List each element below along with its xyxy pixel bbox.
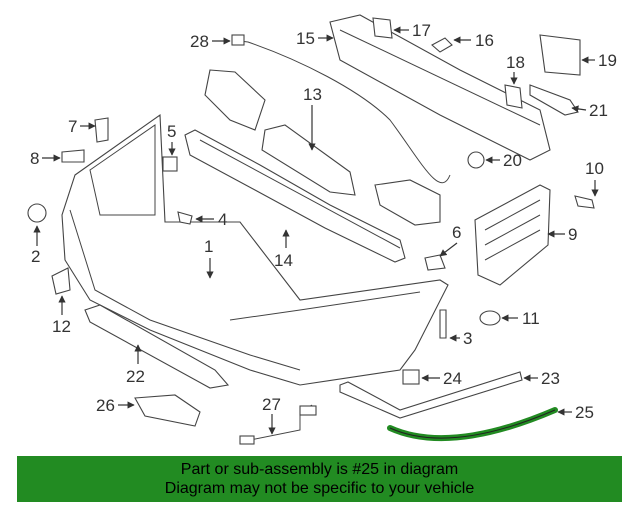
callout-label-23: 23 <box>541 369 560 388</box>
clip-18-part <box>504 84 523 109</box>
clip-5-part <box>162 156 178 172</box>
callout-4: 4 <box>195 210 227 229</box>
bracket-part <box>184 129 406 263</box>
molding-23-part <box>339 371 523 419</box>
clip-17-part <box>372 17 393 39</box>
bolt-8-part <box>61 149 85 163</box>
callout-label-14: 14 <box>274 251 293 270</box>
nut-20-part <box>467 151 485 169</box>
callout-label-10: 10 <box>585 159 604 178</box>
parts-diagram: 1 2 3 4 5 6 7 8 9 10 11 12 <box>27 14 617 445</box>
callout-27: 27 <box>262 395 281 435</box>
side-bracket-part <box>474 184 551 286</box>
bracket-21-part <box>529 84 579 116</box>
clip-2-part <box>27 203 47 223</box>
callout-label-26: 26 <box>96 396 115 415</box>
callout-20: 20 <box>485 151 522 170</box>
callout-3: 3 <box>449 329 472 348</box>
callout-label-11: 11 <box>522 309 540 328</box>
callout-14: 14 <box>274 229 293 270</box>
sensor-27-part <box>239 404 317 445</box>
banner-line-2: Diagram may not be specific to your vehi… <box>164 480 475 497</box>
sensor-wire-part <box>231 34 451 184</box>
callout-label-9: 9 <box>568 225 577 244</box>
callout-label-27: 27 <box>262 395 281 414</box>
callout-9: 9 <box>547 225 577 244</box>
info-banner: Part or sub-assembly is #25 in diagram D… <box>17 456 622 502</box>
callout-25: 25 <box>557 403 594 422</box>
banner-line-1: Part or sub-assembly is #25 in diagram <box>180 461 459 478</box>
callout-label-5: 5 <box>167 122 176 141</box>
clip-6-part <box>424 254 446 271</box>
under-panel-22-part <box>84 304 230 389</box>
bolt-16-part <box>431 37 453 53</box>
callout-18: 18 <box>506 53 525 85</box>
highlighted-strip-25-part <box>387 407 558 442</box>
callout-26: 26 <box>96 396 135 415</box>
screw-3-part <box>439 309 447 339</box>
callout-1: 1 <box>204 237 214 279</box>
callout-label-22: 22 <box>126 367 145 386</box>
callout-21: 21 <box>571 101 608 120</box>
callout-2: 2 <box>31 225 41 266</box>
callout-17: 17 <box>393 21 431 40</box>
callout-15: 15 <box>296 29 334 48</box>
mount-bracket-part <box>204 69 441 226</box>
callout-label-17: 17 <box>412 21 431 40</box>
callout-label-1: 1 <box>204 237 213 256</box>
callout-label-7: 7 <box>68 117 77 136</box>
callout-23: 23 <box>523 369 560 388</box>
callout-22: 22 <box>126 344 145 386</box>
callout-label-18: 18 <box>506 53 525 72</box>
callout-label-3: 3 <box>463 329 472 348</box>
callout-16: 16 <box>453 31 494 50</box>
callout-28: 28 <box>190 32 231 51</box>
cover-12-part <box>51 267 71 295</box>
bracket-13-part <box>261 124 356 196</box>
clip-24-part <box>402 369 420 385</box>
screw-4-part <box>177 211 193 225</box>
clip-10-part <box>574 195 595 209</box>
bracket-19-part <box>539 34 581 76</box>
callout-label-25: 25 <box>575 403 594 422</box>
callout-label-16: 16 <box>475 31 494 50</box>
clip-7-part <box>94 117 109 143</box>
callout-13: 13 <box>303 85 322 151</box>
callout-label-21: 21 <box>589 101 608 120</box>
callout-6: 6 <box>439 223 461 257</box>
callout-label-6: 6 <box>452 223 461 242</box>
callout-label-12: 12 <box>52 317 71 336</box>
callout-7: 7 <box>68 117 96 136</box>
callout-19: 19 <box>581 51 617 70</box>
callout-label-20: 20 <box>503 151 522 170</box>
callout-label-19: 19 <box>598 51 617 70</box>
callout-24: 24 <box>421 369 462 388</box>
bumper-cover-part <box>61 113 449 386</box>
reflector-26-part <box>134 394 201 427</box>
callout-label-24: 24 <box>443 369 462 388</box>
callout-8: 8 <box>30 149 61 168</box>
callout-10: 10 <box>585 159 604 197</box>
callout-label-28: 28 <box>190 32 209 51</box>
callout-12: 12 <box>52 295 71 336</box>
callout-5: 5 <box>167 122 176 156</box>
callout-label-13: 13 <box>303 85 322 104</box>
callout-label-2: 2 <box>31 247 40 266</box>
callout-label-15: 15 <box>296 29 315 48</box>
grommet-11-part <box>479 310 501 326</box>
callout-11: 11 <box>501 309 540 328</box>
callout-label-8: 8 <box>30 149 39 168</box>
callout-label-4: 4 <box>218 210 227 229</box>
